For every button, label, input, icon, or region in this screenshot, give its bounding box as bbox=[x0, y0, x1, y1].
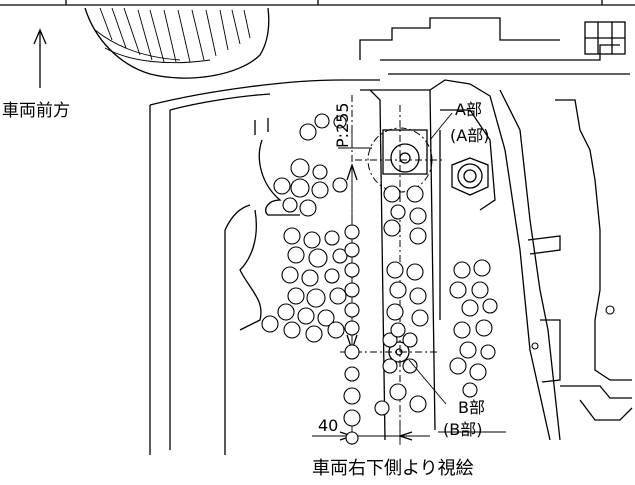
pitch-dimension-label: P:255 bbox=[333, 102, 352, 148]
body-outline bbox=[149, 79, 380, 455]
front-arrow-icon bbox=[33, 28, 47, 88]
tire-tread bbox=[84, 7, 270, 79]
offset-dimension-label: 40 bbox=[318, 416, 339, 435]
title-block-border bbox=[0, 0, 635, 6]
frame-rail bbox=[360, 79, 633, 441]
part-a-label: A部 bbox=[455, 100, 482, 119]
detail-b-marker bbox=[382, 332, 447, 405]
hole-pattern bbox=[261, 113, 615, 445]
part-b-label: B部 bbox=[458, 398, 485, 417]
vehicle-front-label: 車両前方 bbox=[2, 101, 70, 121]
part-a-sub-label: (A部) bbox=[450, 126, 490, 145]
offset-dimension bbox=[312, 425, 506, 445]
view-caption: 車両右下側より視絵 bbox=[312, 458, 474, 479]
part-b-sub-label: (B部) bbox=[443, 420, 483, 439]
upper-bracket bbox=[359, 17, 630, 75]
